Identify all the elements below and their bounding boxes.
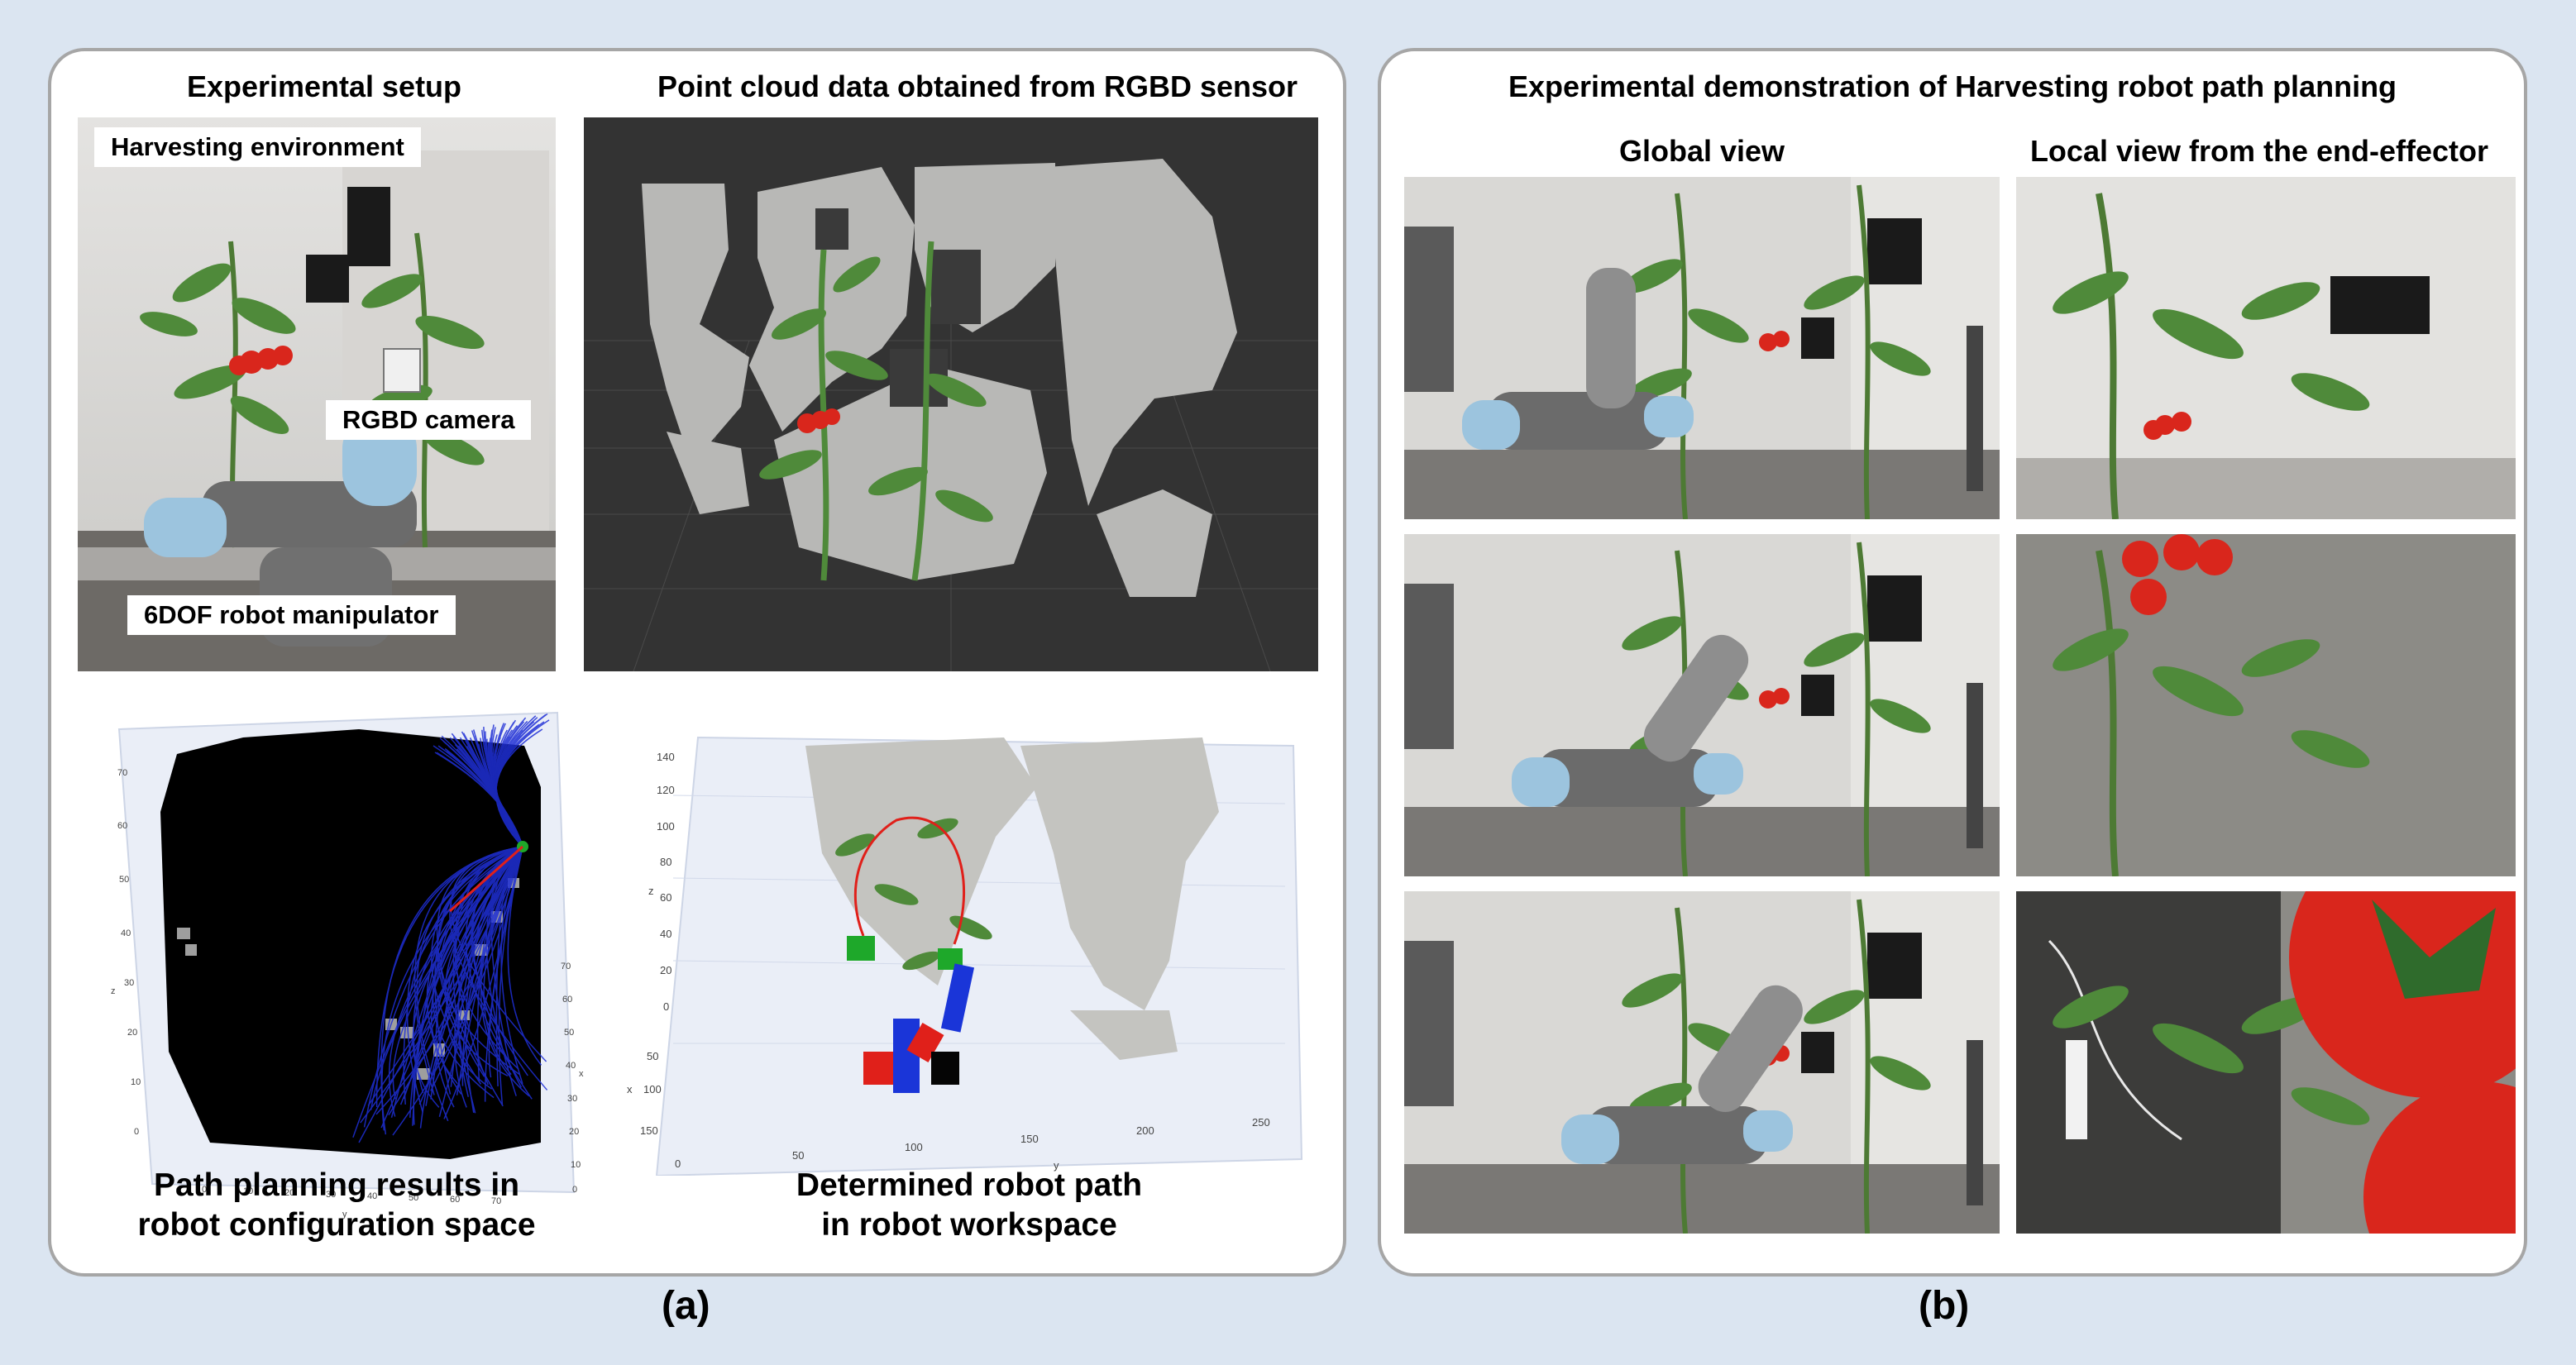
- config-x-tick: 60: [562, 995, 572, 1005]
- workspace-x-tick: 50: [647, 1050, 658, 1062]
- config-z-tick: 10: [131, 1077, 141, 1087]
- workspace-y-tick: 250: [1252, 1116, 1270, 1129]
- workspace-y-tick: 50: [792, 1149, 804, 1162]
- workspace-y-tick: 100: [905, 1141, 923, 1153]
- workspace-z-tick: 140: [657, 751, 675, 763]
- panel-a-label: (a): [662, 1284, 710, 1328]
- pointcloud-title: Point cloud data obtained from RGBD sens…: [657, 69, 1298, 103]
- config-y-tick: 10: [243, 1186, 253, 1196]
- local-view-image-2: [2016, 534, 2516, 876]
- config-x-tick: 20: [569, 1127, 579, 1137]
- config-caption-line1: Path planning results in: [153, 1167, 520, 1203]
- workspace-z-tick: 0: [663, 1000, 669, 1013]
- config-z-tick: 60: [117, 821, 127, 831]
- config-z-tick: 0: [134, 1127, 139, 1137]
- config-caption: Path planning results in robot configura…: [84, 1166, 589, 1245]
- config-y-tick: 0: [202, 1185, 207, 1195]
- config-z-tick: 20: [127, 1028, 137, 1038]
- global-view-title: Global view: [1618, 134, 1785, 168]
- workspace-x-tick: 100: [643, 1083, 662, 1095]
- config-y-tick: 60: [450, 1195, 460, 1205]
- config-caption-line2: robot configuration space: [137, 1207, 536, 1243]
- workspace-y-tick: 200: [1136, 1124, 1154, 1137]
- point-cloud-image: [584, 117, 1318, 671]
- harvesting-environment-tag: Harvesting environment: [94, 127, 421, 167]
- config-z-label: z: [111, 986, 116, 996]
- panel-b-title: Experimental demonstration of Harvesting…: [1508, 69, 2397, 103]
- workspace-x-label: x: [627, 1083, 633, 1095]
- config-z-tick: 30: [124, 978, 134, 988]
- panel-a: Experimental setup Point cloud data obta…: [48, 48, 1346, 1277]
- workspace-z-tick: 60: [660, 891, 671, 904]
- global-view-image-1: [1404, 177, 2000, 519]
- config-x-tick: 10: [571, 1160, 581, 1170]
- configuration-space-plot: 70 60 50 40 30 20 10 0 z 70 60 50 40 30 …: [78, 696, 590, 1225]
- workspace-caption: Determined robot path in robot workspace: [614, 1166, 1325, 1245]
- workspace-y-label: y: [1054, 1159, 1059, 1172]
- workspace-caption-line1: Determined robot path: [796, 1167, 1143, 1203]
- config-x-tick: 0: [572, 1185, 577, 1195]
- workspace-z-tick: 40: [660, 928, 671, 940]
- config-x-tick: 70: [561, 962, 571, 971]
- config-y-tick: 30: [326, 1190, 336, 1200]
- global-view-image-3: [1404, 891, 2000, 1234]
- config-x-tick: 40: [566, 1061, 576, 1071]
- workspace-y-tick: 150: [1020, 1133, 1039, 1145]
- workspace-y-tick: 0: [675, 1157, 681, 1170]
- local-view-image-3: [2016, 891, 2516, 1234]
- panel-b: Experimental demonstration of Harvesting…: [1378, 48, 2527, 1277]
- config-z-tick: 70: [117, 768, 127, 778]
- local-view-title: Local view from the end-effector: [2029, 134, 2489, 168]
- rgbd-camera-tag: RGBD camera: [326, 400, 532, 440]
- config-x-tick: 50: [564, 1028, 574, 1038]
- workspace-z-tick: 20: [660, 964, 671, 976]
- global-view-image-2: [1404, 534, 2000, 876]
- config-x-label: x: [579, 1069, 584, 1079]
- workspace-x-tick: 150: [640, 1124, 658, 1137]
- config-y-tick: 50: [409, 1193, 418, 1203]
- robot-manipulator-tag: 6DOF robot manipulator: [127, 595, 456, 635]
- workspace-z-label: z: [648, 885, 654, 897]
- config-y-tick: 40: [367, 1191, 377, 1201]
- panel-b-label: (b): [1919, 1284, 1970, 1328]
- workspace-z-tick: 120: [657, 784, 675, 796]
- workspace-z-tick: 80: [660, 856, 671, 868]
- config-z-tick: 40: [121, 928, 131, 938]
- workspace-z-tick: 100: [657, 820, 675, 833]
- local-view-image-1: [2016, 177, 2516, 519]
- workspace-plot: 140 120 100 80 60 40 20 0 z 50 100 150 x…: [607, 713, 1318, 1176]
- config-x-tick: 30: [567, 1094, 577, 1104]
- experimental-setup-photo: Harvesting environment RGBD camera 6DOF …: [78, 117, 556, 671]
- config-y-label: y: [342, 1210, 347, 1219]
- config-y-tick: 70: [491, 1196, 501, 1206]
- config-z-tick: 50: [119, 875, 129, 885]
- config-y-tick: 20: [284, 1188, 294, 1198]
- workspace-caption-line2: in robot workspace: [821, 1207, 1117, 1243]
- setup-title: Experimental setup: [186, 69, 462, 103]
